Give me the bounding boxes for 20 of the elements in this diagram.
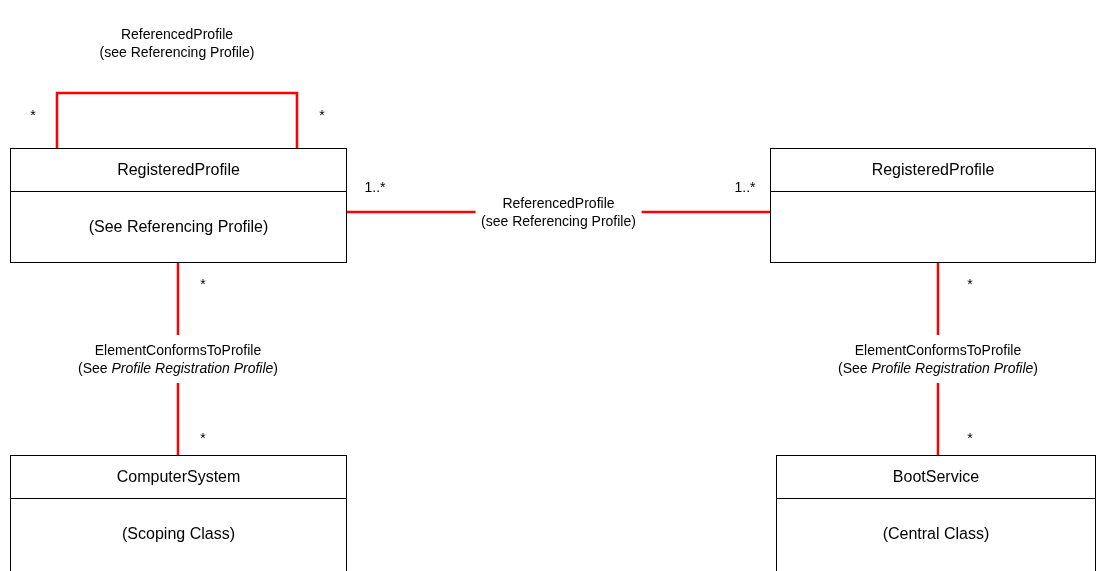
class-box: [10, 455, 347, 571]
class-name: RegisteredProfile: [117, 161, 240, 179]
multiplicity-label: *: [200, 276, 206, 292]
multiplicity-label: 1..*: [734, 179, 756, 195]
multiplicity-label: *: [967, 430, 973, 446]
class-box: [776, 455, 1096, 571]
class-box: [770, 148, 1096, 263]
class-note: (See Referencing Profile): [88, 218, 269, 236]
class-note: (Central Class): [882, 525, 990, 543]
association-line: [55, 91, 299, 148]
multiplicity-label: *: [200, 430, 206, 446]
multiplicity-label: *: [967, 276, 973, 292]
class-name: RegisteredProfile: [871, 161, 995, 179]
class-name: BootService: [892, 468, 980, 486]
class-name: ComputerSystem: [116, 468, 241, 486]
multiplicity-label: 1..*: [364, 179, 386, 195]
multiplicity-label: *: [319, 107, 325, 123]
class-box: [10, 148, 347, 263]
multiplicity-label: *: [30, 107, 36, 123]
class-note: (Scoping Class): [122, 525, 235, 543]
